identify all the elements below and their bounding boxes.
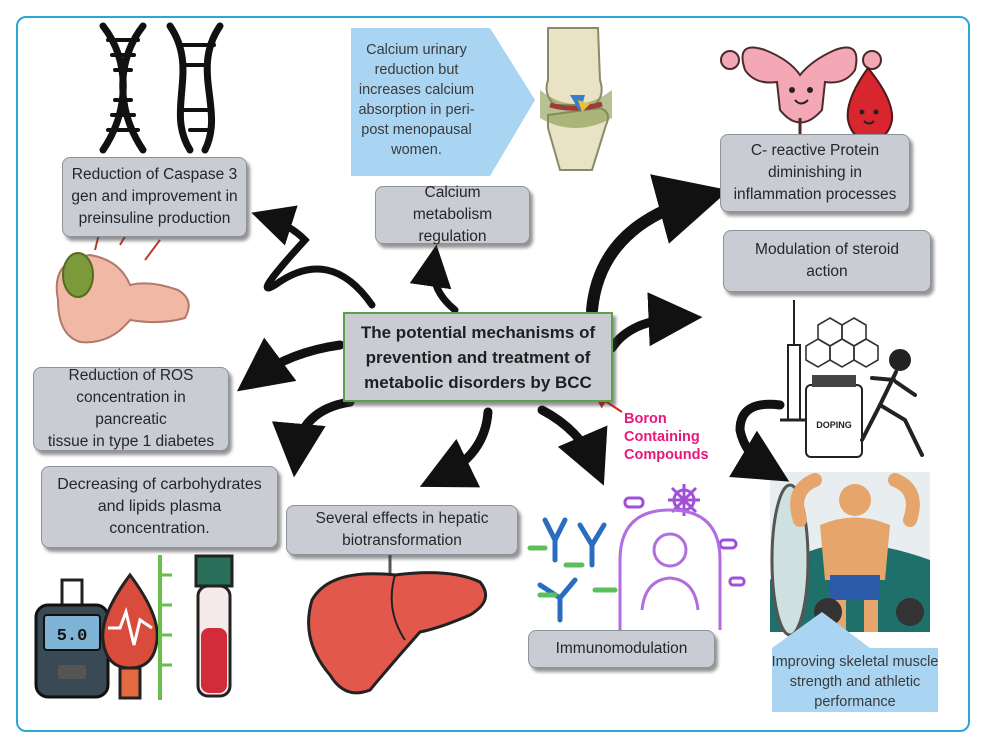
calcium-urinary-note: Calcium urinary reduction but increases …: [358, 42, 475, 158]
carbs-box: Decreasing of carbohydrates and lipids p…: [41, 466, 278, 548]
arrow-doping-to-muscle: [729, 399, 790, 482]
muscle-callout-shape: [772, 612, 938, 712]
syringe-icon: [780, 300, 808, 422]
dna-icon: [99, 22, 224, 154]
immuno-box: Immunomodulation: [528, 630, 715, 668]
knee-joint-icon: [540, 27, 612, 171]
molecule-icon: [805, 317, 879, 368]
caspase-box: Reduction of Caspase 3 gen and improveme…: [62, 157, 247, 237]
calcium-urinary-callout-shape: [351, 28, 535, 176]
crp-box: C- reactive Protein diminishing in infla…: [720, 134, 910, 212]
pancreas-icon: [55, 227, 190, 344]
arrow-to-steroid: [607, 292, 703, 353]
arrow-to-carbs: [271, 397, 355, 478]
calcium-regulation-box: Calcium metabolism regulation: [375, 184, 530, 245]
muscle-performance-note: Improving skeletal muscle strength and a…: [771, 654, 939, 710]
svg-text:5.0: 5.0: [57, 627, 88, 646]
runner-icon: [860, 349, 924, 457]
arrow-to-ros: [236, 337, 345, 392]
arrow-to-immuno: [537, 405, 608, 486]
ros-box: Reduction of ROS concentration in pancre…: [33, 367, 229, 451]
central-title-box: The potential mechanisms of prevention a…: [343, 312, 613, 402]
arrow-to-caspase: [251, 205, 376, 309]
arrow-to-hepatic: [419, 407, 493, 488]
doping-bottle-icon: DOPING: [805, 375, 863, 458]
uterus-icon: [720, 46, 882, 138]
antibody-icon: [527, 517, 618, 623]
glucometer-icon: 5.0: [34, 578, 110, 699]
blood-drop-chart-icon: [101, 572, 159, 700]
boron-containing-compounds-label: Boron Containing Compounds: [624, 411, 709, 463]
arrow-to-crp: [586, 174, 729, 316]
person-outline-icon: [618, 508, 722, 630]
bodybuilder-icon: [770, 472, 930, 637]
blood-tube-icon: [158, 554, 234, 700]
hepatic-box: Several effects in hepatic biotransforma…: [286, 505, 518, 555]
steroid-box: Modulation of steroid action: [723, 230, 931, 292]
arrow-to-calcium: [409, 244, 459, 314]
liver-icon: [307, 555, 488, 695]
svg-text:DOPING: DOPING: [816, 420, 852, 430]
